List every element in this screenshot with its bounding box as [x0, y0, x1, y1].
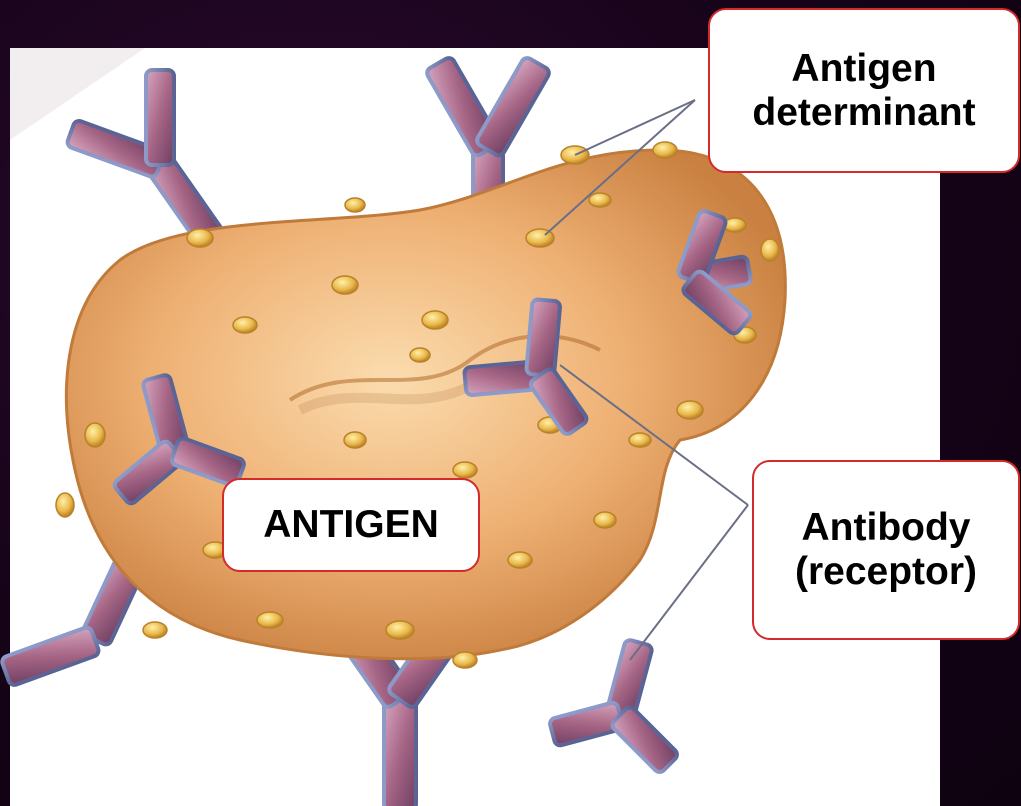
label-antigen-text: ANTIGEN [263, 503, 439, 547]
determinant-dot [589, 193, 611, 207]
determinant-dot [422, 311, 448, 329]
determinant-dot [332, 276, 358, 294]
label-antigen: ANTIGEN [222, 478, 480, 572]
determinant-dot [257, 612, 283, 628]
determinant-dot [344, 432, 366, 448]
label-antibody-line2: (receptor) [795, 550, 977, 594]
determinant-dot [629, 433, 651, 447]
label-antibody-receptor: Antibody (receptor) [752, 460, 1020, 640]
determinant-dot [410, 348, 430, 362]
determinant-dot [56, 493, 74, 517]
determinant-dot [233, 317, 257, 333]
label-antibody-line1: Antibody [802, 506, 971, 550]
label-antigen-determinant: Antigen determinant [708, 8, 1020, 173]
determinant-dot [453, 652, 477, 668]
determinant-dot [143, 622, 167, 638]
determinant-dot [677, 401, 703, 419]
determinant-dot [386, 621, 414, 639]
determinant-dot [453, 462, 477, 478]
determinant-dot [85, 423, 105, 447]
determinant-dot [724, 218, 746, 232]
label-antigen-determinant-line2: determinant [752, 91, 975, 135]
determinant-dot [508, 552, 532, 568]
determinant-dot [345, 198, 365, 212]
determinant-dot [594, 512, 616, 528]
determinant-dot [187, 229, 213, 247]
determinant-dot [653, 142, 677, 158]
determinant-dot [761, 239, 779, 261]
label-antigen-determinant-line1: Antigen [791, 47, 936, 91]
